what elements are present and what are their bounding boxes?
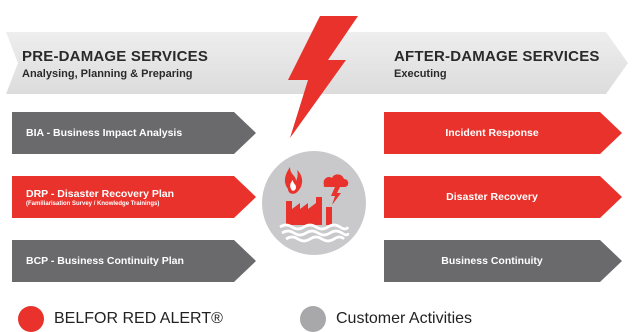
left-item-bcp: BCP - Business Continuity Plan [12, 240, 256, 282]
left-item-label: BIA - Business Impact Analysis [26, 127, 183, 139]
after-damage-subtitle: Executing [394, 68, 447, 80]
left-item-sublabel: (Familiarisation Survey / Knowledge Trai… [26, 200, 160, 207]
right-item-incident-response: Incident Response [384, 112, 622, 154]
right-item-business-continuity: Business Continuity [384, 240, 622, 282]
legend-gray-dot [300, 306, 326, 332]
factory-fire-flood-icon [262, 151, 366, 255]
right-item-label: Incident Response [445, 127, 539, 139]
legend-red-dot [18, 306, 44, 332]
pre-damage-title: PRE-DAMAGE SERVICES [22, 48, 209, 65]
legend-belfor-label: BELFOR RED ALERT® [54, 310, 223, 327]
right-item-label: Disaster Recovery [446, 191, 538, 203]
left-item-label: DRP - Disaster Recovery Plan [26, 187, 175, 200]
right-item-disaster-recovery: Disaster Recovery [384, 176, 622, 218]
legend-customer: Customer Activities [300, 306, 472, 332]
left-item-drp: DRP - Disaster Recovery Plan (Familiaris… [12, 176, 256, 218]
legend-customer-label: Customer Activities [336, 310, 473, 327]
lightning-bolt-icon [288, 16, 358, 138]
left-item-bia: BIA - Business Impact Analysis [12, 112, 256, 154]
right-item-label: Business Continuity [441, 255, 543, 267]
pre-damage-subtitle: Analysing, Planning & Preparing [22, 68, 193, 80]
legend-belfor: BELFOR RED ALERT® [18, 306, 223, 332]
after-damage-title: AFTER-DAMAGE SERVICES [394, 48, 600, 65]
left-item-label: BCP - Business Continuity Plan [26, 255, 184, 267]
